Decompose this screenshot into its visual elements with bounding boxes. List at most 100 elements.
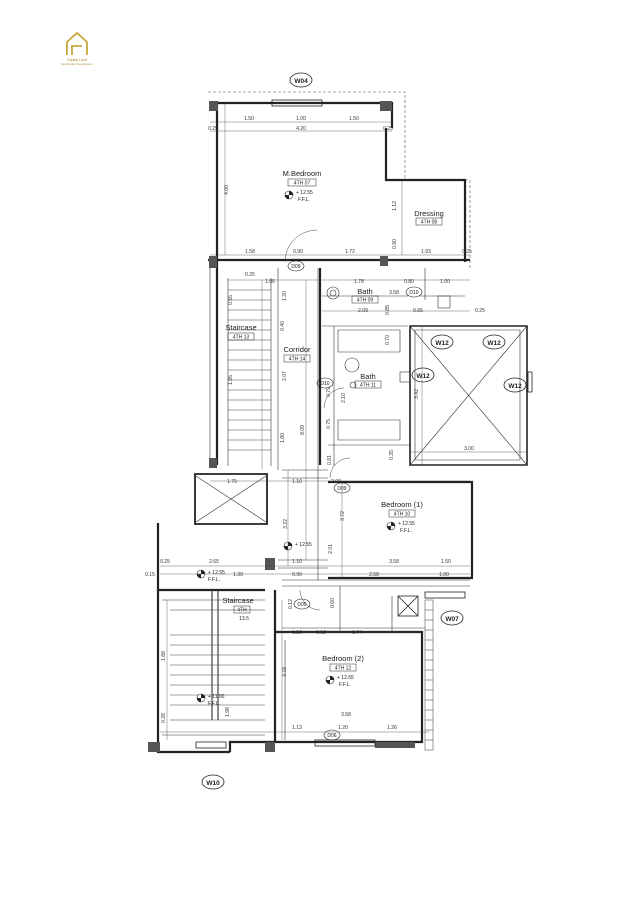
door-swings	[284, 229, 351, 611]
window-marker-w12-c: W12	[416, 373, 430, 380]
stair-treads-upper	[228, 289, 271, 451]
room-tag-bedroom-1: 4TH 10	[394, 512, 411, 518]
room-name-bath-middle: Bath	[360, 372, 375, 381]
level-ffl-landing: F.F.L.	[208, 577, 220, 583]
room-tag2-staircase-lower: 13.5	[239, 616, 249, 622]
dimension-label: 0.15	[145, 572, 155, 578]
door-marker-d10-a: D10	[409, 290, 418, 296]
dimension-labels: 1.50 1.00 1.50 4.20 0.25 0.25 4.00 1.12 …	[145, 116, 485, 731]
room-level-bedroom-2: + 12.55	[337, 675, 354, 681]
dimension-label: 0.79	[326, 387, 332, 397]
room-level-m-bedroom: + 12.55	[296, 190, 313, 196]
dimension-label: 3.72	[340, 511, 346, 521]
dimension-label: 3.58	[389, 290, 399, 296]
dimension-label: 1.10	[292, 479, 302, 485]
window-marker-w04: W04	[294, 78, 308, 85]
dimension-label: 2.10	[341, 393, 347, 403]
room-name-staircase-upper: Staircase	[225, 323, 256, 332]
dimension-label: 1.10	[292, 559, 302, 565]
level-value-corridor: + 12.55	[295, 542, 312, 548]
dimension-label: 0.25	[245, 272, 255, 278]
dimension-label: 2.09	[331, 479, 341, 485]
dimension-label: 0.65	[413, 308, 423, 314]
dimension-label: 0.90	[292, 572, 302, 578]
dimension-label: 1.00	[296, 116, 306, 122]
room-name-dressing: Dressing	[414, 209, 444, 218]
logo: Capital Land Real Estate Development	[61, 31, 93, 66]
dimension-label: 0.25	[462, 249, 472, 255]
dimension-label: 2.01	[328, 544, 334, 554]
dimension-label: 0.55	[228, 295, 234, 305]
dimension-label: 2.58	[369, 572, 379, 578]
dimension-label: 1.88	[161, 651, 167, 661]
dimension-label: 1.20	[338, 725, 348, 731]
room-tag-m-bedroom: 4TH 07	[294, 181, 311, 187]
dimension-label: 8.09	[300, 425, 306, 435]
door-marker-d06: D06	[327, 733, 336, 739]
dimension-label: 0.81	[327, 455, 333, 465]
room-name-corridor: Corridor	[283, 345, 311, 354]
dimension-label: 1.75	[227, 479, 237, 485]
room-name-bedroom-1: Bedroom (1)	[381, 500, 423, 509]
dimension-label: 3.78	[282, 667, 288, 677]
dimension-label: 1.80	[280, 433, 286, 443]
dimension-label: 1.58	[245, 249, 255, 255]
dimension-label: 1.50	[349, 116, 359, 122]
dimension-label: 0.75	[326, 419, 332, 429]
room-ffl-bedroom-2: F.F.L.	[339, 682, 351, 688]
dimension-label: 0.12	[288, 599, 294, 609]
house-logo-icon	[66, 31, 88, 55]
window-marker-w07: W07	[445, 616, 459, 623]
level-value-lower-stair: + 11.00	[208, 694, 225, 700]
level-marker-icon	[284, 190, 294, 200]
level-marker-icon	[325, 675, 335, 685]
level-marker-icon	[386, 521, 396, 531]
dimension-label: 1.72	[345, 249, 355, 255]
logo-name: Capital Land	[67, 58, 87, 62]
dimension-label: 3.58	[341, 712, 351, 718]
dimension-lines	[160, 103, 527, 740]
room-name-staircase-lower: Staircase	[222, 596, 253, 605]
dimension-label: 0.25	[208, 126, 218, 132]
logo-tagline: Real Estate Development	[61, 62, 93, 66]
room-tag-bath-top: 4TH 09	[357, 298, 374, 304]
dimension-label: 1.06	[265, 279, 275, 285]
dimension-label: 0.90	[392, 239, 398, 249]
dimension-label: 0.25	[383, 126, 393, 132]
room-tag-staircase-upper: 4TH 13	[233, 335, 250, 341]
stair-treads-lower	[170, 590, 265, 720]
room-tag-dressing: 4TH 08	[421, 220, 438, 226]
dimension-label: 1.00	[439, 572, 449, 578]
brick-wall-right	[424, 599, 434, 751]
dimension-label: 1.26	[387, 725, 397, 731]
room-tag-corridor: 4TH 14	[289, 357, 306, 363]
dimension-label: 3.00	[464, 446, 474, 452]
dimension-label: 0.80	[404, 279, 414, 285]
dimension-label: 1.10	[292, 630, 302, 636]
dimension-label: 3.42	[414, 389, 420, 399]
bath-fixtures	[326, 286, 451, 389]
dimension-label: 2.65	[209, 559, 219, 565]
dimension-label: 0.35	[389, 450, 395, 460]
room-ffl-bedroom-1: F.F.L.	[400, 528, 412, 534]
room-name-bath-top: Bath	[357, 287, 372, 296]
dimension-label: 0.40	[280, 321, 286, 331]
interior-lines	[162, 262, 528, 740]
dimension-label: 0.12	[316, 630, 326, 636]
door-marker-d09-c: D09	[297, 602, 306, 608]
dimension-label: 1.74	[352, 630, 362, 636]
dimension-label: 1.50	[244, 116, 254, 122]
dimension-label: 1.12	[392, 201, 398, 211]
dimension-label: 1.95	[228, 375, 234, 385]
door-marker-d09-a: D09	[291, 264, 300, 270]
room-level-bedroom-1: + 12.55	[398, 521, 415, 527]
door-marker-d10-b: D10	[320, 381, 329, 387]
dimension-label: 1.93	[421, 249, 431, 255]
dimension-label: 0.90	[293, 249, 303, 255]
room-name-m-bedroom: M.Bedroom	[283, 169, 322, 178]
windows-frames	[195, 99, 533, 749]
level-marker-icon	[196, 693, 206, 703]
dimension-label: 0.70	[385, 335, 391, 345]
dimension-label: 4.20	[296, 126, 306, 132]
